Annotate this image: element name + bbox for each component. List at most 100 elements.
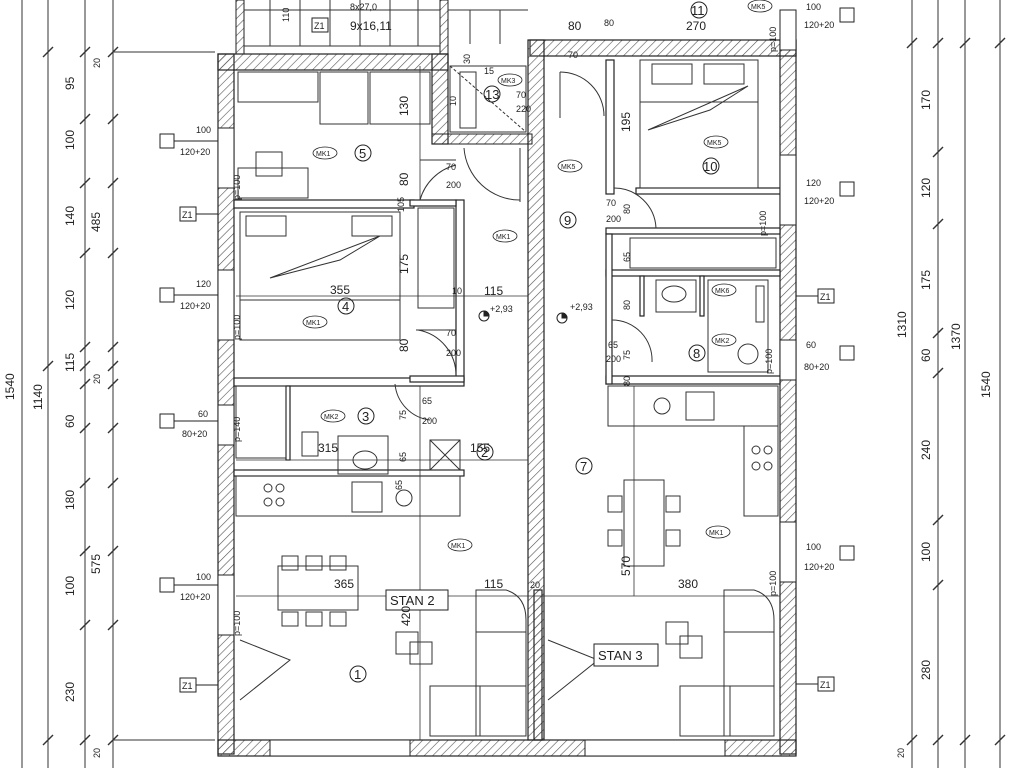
mk-marker: MK2: [715, 338, 730, 345]
dim-right-b: 120: [919, 178, 933, 198]
radiator-label: p=100: [768, 27, 778, 52]
dim-room5-height: 130: [397, 96, 411, 116]
window-right-1-w: 100: [806, 2, 821, 12]
window-left-1-h: 120+20: [180, 147, 210, 157]
window-left-3-w: 60: [198, 409, 208, 419]
dim-left-f: 60: [63, 414, 77, 428]
dim-right-total: 1540: [979, 371, 993, 398]
dim-left-mid-c: 575: [89, 554, 103, 574]
dim-left-k: 20: [92, 748, 102, 758]
interior-dimension-texts: 355 130 175 315 155 365 115 115 20 380 5…: [318, 19, 706, 626]
z1-marker-1: Z1: [182, 210, 193, 220]
dim-right-d: 60: [919, 348, 933, 362]
staircase: [244, 0, 528, 47]
room-number-7: 7: [580, 459, 587, 474]
dimension-lines-right: [906, 0, 1006, 768]
radiator-label: p=140: [232, 417, 242, 442]
dim-left-e: 115: [63, 353, 77, 372]
z1-marker-3: Z1: [820, 292, 831, 302]
dim-30: 30: [462, 54, 472, 64]
dim-75b: 75: [622, 350, 632, 360]
stairs-width: 110: [281, 8, 291, 22]
room-number-9: 9: [564, 213, 571, 228]
dim-room4-width: 355: [330, 283, 350, 297]
interior-walls: [233, 59, 781, 741]
window-right-4-w: 100: [806, 542, 821, 552]
dim-right-mid-a: 1310: [895, 311, 909, 338]
room-numbers: [337, 1, 720, 683]
mk-marker: MK1: [496, 234, 511, 241]
z1-markers: [179, 17, 835, 693]
dim-left-mid-a: 485: [89, 212, 103, 232]
dim-right-h: 20: [896, 748, 906, 758]
dim-left-j: 20: [92, 58, 102, 68]
dim-right-a: 170: [919, 90, 933, 110]
window-left-2-h: 120+20: [180, 301, 210, 311]
dim-right-f: 100: [919, 542, 933, 562]
dim-room4-height: 175: [397, 254, 411, 274]
shaft-13: [449, 65, 527, 133]
mk-marker: MK1: [306, 320, 321, 327]
window-right-4-h: 120+20: [804, 562, 834, 572]
dim-65b: 65: [622, 252, 632, 262]
level-label-2: +2,93: [570, 302, 593, 312]
door-labels: 70 200 70 200 65 200 70 70 220 70 200 20…: [422, 18, 621, 426]
window-right-2-h: 120+20: [804, 196, 834, 206]
dim-left-i: 230: [63, 682, 77, 702]
door-3-height: 200: [422, 416, 437, 426]
stairs-line1: 8x27,0: [350, 2, 377, 12]
radiator-label: p=100: [232, 611, 242, 636]
mk-marker: MK5: [751, 4, 766, 11]
door-5-width: 70: [446, 162, 456, 172]
mk-marker: MK5: [561, 164, 576, 171]
dim-left-total: 1540: [3, 373, 17, 400]
mk-marker: MK1: [316, 151, 331, 158]
dim-right-c: 175: [919, 270, 933, 290]
window-right-1-h: 120+20: [804, 20, 834, 30]
dim-corridor-b: 115: [484, 577, 503, 591]
radiator-label: p=100: [232, 175, 242, 200]
mk-marker: MK3: [501, 78, 516, 85]
window-tags-right: [839, 7, 855, 561]
room-number-8: 8: [693, 346, 700, 361]
mk-marker: MK2: [324, 414, 339, 421]
dim-80e: 80: [622, 376, 632, 386]
mk-marker-texts: MK1 MK1 MK1 MK1 MK2 MK5 MK5 MK6 MK2 MK1 …: [306, 4, 766, 550]
dim-75: 75: [398, 410, 408, 420]
door-10-width: 70: [606, 198, 616, 208]
left-dimension-texts: 1540 1140 485 20 575 95 100 140 120 115 …: [3, 58, 103, 758]
dim-left-d: 120: [63, 290, 77, 310]
dim-room1-width: 365: [334, 577, 354, 591]
room-number-3: 3: [362, 409, 369, 424]
mk-marker: MK1: [451, 543, 466, 550]
door-8-height: 200: [606, 354, 621, 364]
dim-65: 65: [398, 452, 408, 462]
radiator-label: p=100: [768, 571, 778, 596]
radiator-label: p=100: [764, 349, 774, 374]
room-number-2: 2: [481, 445, 488, 460]
dim-room11-width: 270: [686, 19, 706, 33]
dim-left-part: 1140: [31, 384, 45, 410]
apartment-label-stan3: STAN 3: [598, 648, 643, 663]
dim-left-c: 140: [63, 206, 77, 226]
dim-left-mid-b: 20: [92, 374, 102, 384]
dim-corridor: 115: [484, 284, 503, 298]
dim-gap: 10: [452, 286, 462, 296]
window-right-2-w: 120: [806, 178, 821, 188]
room-number-11: 11: [691, 3, 705, 18]
window-right-3-w: 60: [806, 340, 816, 350]
level-label-1: +2,93: [490, 304, 513, 314]
dim-left-b: 100: [63, 130, 77, 150]
furniture-left: [235, 71, 527, 737]
right-dimension-texts: 170 120 175 60 240 100 280 20 1310 1370 …: [895, 90, 993, 758]
window-left-1-w: 100: [196, 125, 211, 135]
room-number-5: 5: [359, 146, 366, 161]
mk-marker: MK1: [709, 530, 724, 537]
mk-marker-shapes: [302, 0, 773, 552]
dim-room7-height: 570: [619, 556, 633, 576]
radiator-label: p=100: [232, 315, 242, 340]
dim-left-h: 100: [63, 576, 77, 596]
dim-15: 15: [484, 66, 494, 76]
window-left-4-w: 100: [196, 572, 211, 582]
